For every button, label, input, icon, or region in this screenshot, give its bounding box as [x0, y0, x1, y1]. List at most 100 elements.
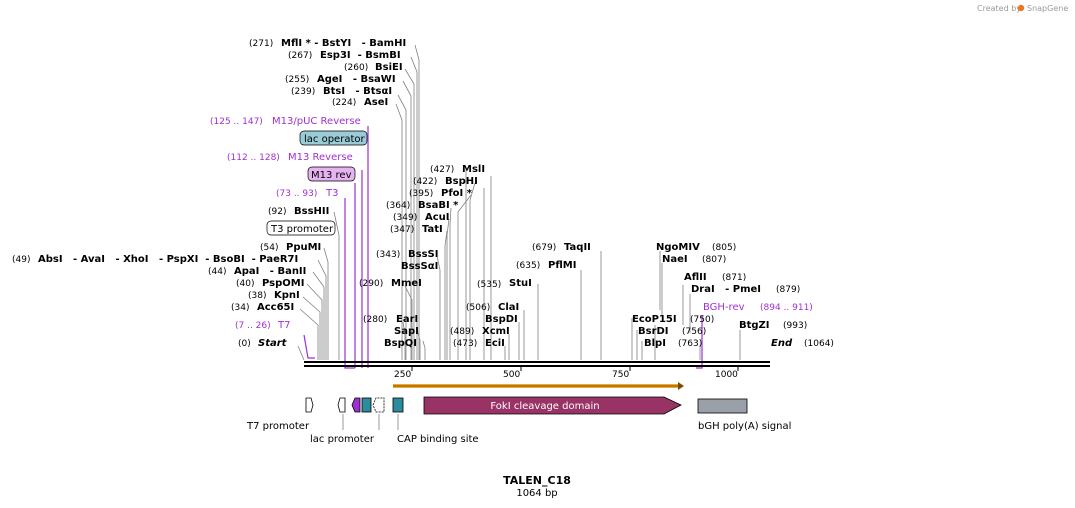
cap-site-label: CAP binding site: [397, 434, 479, 445]
foki-label: FokI cleavage domain: [490, 401, 599, 412]
enzyme-label: NgoMIV: [656, 242, 700, 253]
enzyme-label: AseI: [364, 97, 388, 108]
m13-rev-feature-icon: [351, 397, 361, 413]
bgh-rev-label: BGH-rev: [703, 302, 745, 313]
enzyme-label: StuI: [509, 278, 532, 289]
enzyme-label: DraI - PmeI: [691, 284, 761, 295]
enzyme-pos: (49): [12, 255, 30, 265]
enzyme-pos: (993): [783, 321, 807, 331]
m13rev-box: [307, 166, 356, 182]
enzyme-label: PflMI: [548, 260, 576, 271]
enzyme-pos: (871): [722, 273, 746, 283]
m13rev-box-label: M13 rev: [311, 170, 352, 181]
enzyme-block-right: NgoMIV (805) NaeI (807) AflII (871) DraI…: [632, 242, 834, 349]
enzyme-pos: (239): [291, 87, 315, 97]
enzyme-pos: (635): [516, 261, 540, 271]
enzyme-label: NaeI: [662, 254, 688, 265]
enzyme-pos: (756): [682, 327, 706, 337]
enzyme-pos: (879): [776, 285, 800, 295]
ruler-label-750: 750: [612, 370, 629, 380]
feature-track: FokI cleavage domain: [305, 396, 748, 430]
enzyme-label: MslI: [462, 164, 485, 175]
enzyme-label: Esp3I - BsmBI: [320, 50, 401, 61]
m13rev-pos: (112 .. 128): [227, 153, 280, 163]
start-pos: (0): [238, 339, 251, 349]
enzyme-label: ClaI: [498, 302, 519, 313]
enzyme-pos: (489): [450, 327, 474, 337]
enzyme-label: BssHII: [294, 206, 329, 217]
enzyme-pos: (807): [702, 255, 726, 265]
t7-pos: (7 .. 26): [235, 321, 271, 331]
enzyme-pos: (349): [393, 213, 417, 223]
enzyme-pos: (422): [413, 177, 437, 187]
lac-promoter-arrow-icon: [337, 397, 346, 413]
start-label: Start: [258, 338, 288, 349]
enzyme-label: BsiEI: [375, 62, 403, 73]
enzyme-pos: (34): [231, 303, 249, 313]
enzyme-label: ApaI - BanII: [234, 266, 306, 277]
lac-operator-box: [299, 130, 368, 146]
enzyme-pos: (347): [390, 225, 414, 235]
enzyme-pos: (364): [386, 201, 410, 211]
enzyme-pos: (92): [268, 207, 286, 217]
enzyme-pos: (267): [288, 51, 312, 61]
enzyme-pos: (473): [453, 339, 477, 349]
enzyme-label: PspOMI: [262, 278, 304, 289]
enzyme-label: EarI: [396, 314, 418, 325]
enzyme-label: KpnI: [274, 290, 300, 301]
enzyme-block-left: (54) PpuMI (49) AbsI - AvaI - XhoI - Psp…: [12, 242, 321, 313]
enzyme-label: BsaBI *: [418, 200, 459, 211]
bgh-signal-label: bGH poly(A) signal: [698, 421, 791, 432]
enzyme-label: Acc65I: [257, 302, 294, 313]
cap-binding-feature-icon: [392, 397, 404, 413]
enzyme-pos: (506): [466, 303, 490, 313]
enzyme-pos: (805): [712, 243, 736, 253]
end-label: End: [771, 338, 793, 349]
enzyme-label: BtsI - BtsαI: [323, 86, 392, 97]
enzyme-label: EciI: [485, 338, 505, 349]
enzyme-pos: (271): [249, 39, 273, 49]
ruler-label-250: 250: [394, 370, 411, 380]
enzyme-pos: (427): [430, 165, 454, 175]
enzyme-pos: (40): [236, 279, 254, 289]
lac-promoter-label: lac promoter: [310, 434, 375, 445]
t3-promoter-label: T3 promoter: [270, 224, 334, 235]
enzyme-label: PfoI *: [441, 188, 473, 199]
enzyme-pos: (750): [690, 315, 714, 325]
t7-promoter-arrow-icon: [305, 397, 314, 413]
enzyme-pos: (679): [532, 243, 556, 253]
enzyme-label: AcuI: [425, 212, 450, 223]
t3-pos: (73 .. 93): [276, 189, 317, 199]
end-pos: (1064): [804, 339, 834, 349]
enzyme-pos: (255): [285, 75, 309, 85]
enzyme-label: AflII: [684, 272, 707, 283]
enzyme-pos: (54): [260, 243, 278, 253]
enzyme-label: BssSαI: [401, 261, 438, 272]
t7-promoter-label: T7 promoter: [246, 421, 310, 432]
enzyme-label: BssSI: [408, 249, 438, 260]
enzyme-pos: (38): [248, 291, 266, 301]
enzyme-label: BspQI: [384, 338, 417, 349]
enzyme-pos: (395): [409, 189, 433, 199]
enzyme-label: MflI * - BstYI - BamHI: [281, 38, 406, 49]
enzyme-pos: (224): [332, 98, 356, 108]
enzyme-label: BspDI: [485, 314, 518, 325]
enzyme-pos: (535): [477, 280, 501, 290]
enzyme-label: XcmI: [482, 326, 510, 337]
enzyme-label: BsrDI: [638, 326, 669, 337]
foki-domain-arrow: [423, 396, 682, 415]
m13puc-pos: (125 .. 147): [210, 117, 263, 127]
lac-operator-feature-icon: [372, 397, 385, 413]
enzyme-label: BspHI: [445, 176, 478, 187]
enzyme-block-middle: (427) MslI (422) BspHI (395) PfoI * (364…: [359, 164, 485, 349]
bgh-signal-feature: [697, 398, 748, 414]
enzyme-label: TatI: [422, 224, 443, 235]
enzyme-block-top: (271) MflI * - BstYI - BamHI (267) Esp3I…: [249, 38, 406, 108]
enzyme-label: AgeI - BsaWI: [317, 74, 396, 85]
brand-text: SnapGene: [1027, 4, 1068, 13]
enzyme-label: BtgZI: [739, 320, 770, 331]
watermark-text: Created by: [977, 4, 1021, 13]
lac-operator-label: lac operator: [304, 134, 365, 145]
enzyme-pos: (280): [363, 315, 387, 325]
enzyme-label: MmeI: [391, 278, 422, 289]
